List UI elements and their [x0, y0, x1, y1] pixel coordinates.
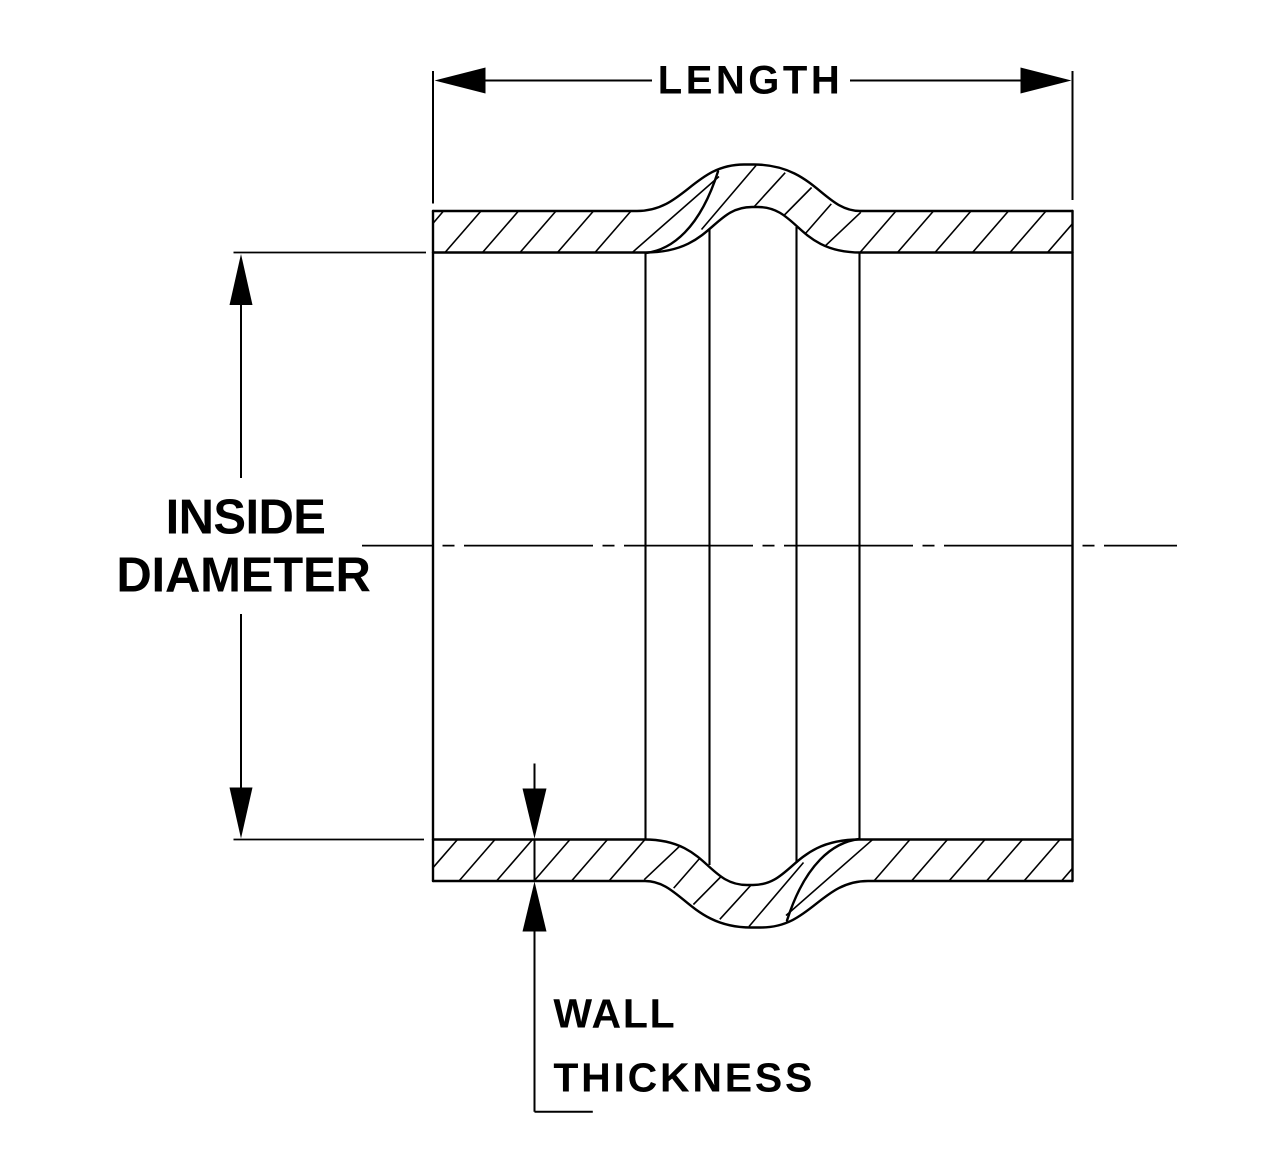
svg-text:DIAMETER: DIAMETER: [116, 549, 370, 603]
svg-text:INSIDE: INSIDE: [166, 491, 326, 545]
svg-text:WALL: WALL: [553, 991, 676, 1037]
svg-text:LENGTH: LENGTH: [658, 59, 843, 103]
svg-text:THICKNESS: THICKNESS: [553, 1054, 815, 1100]
